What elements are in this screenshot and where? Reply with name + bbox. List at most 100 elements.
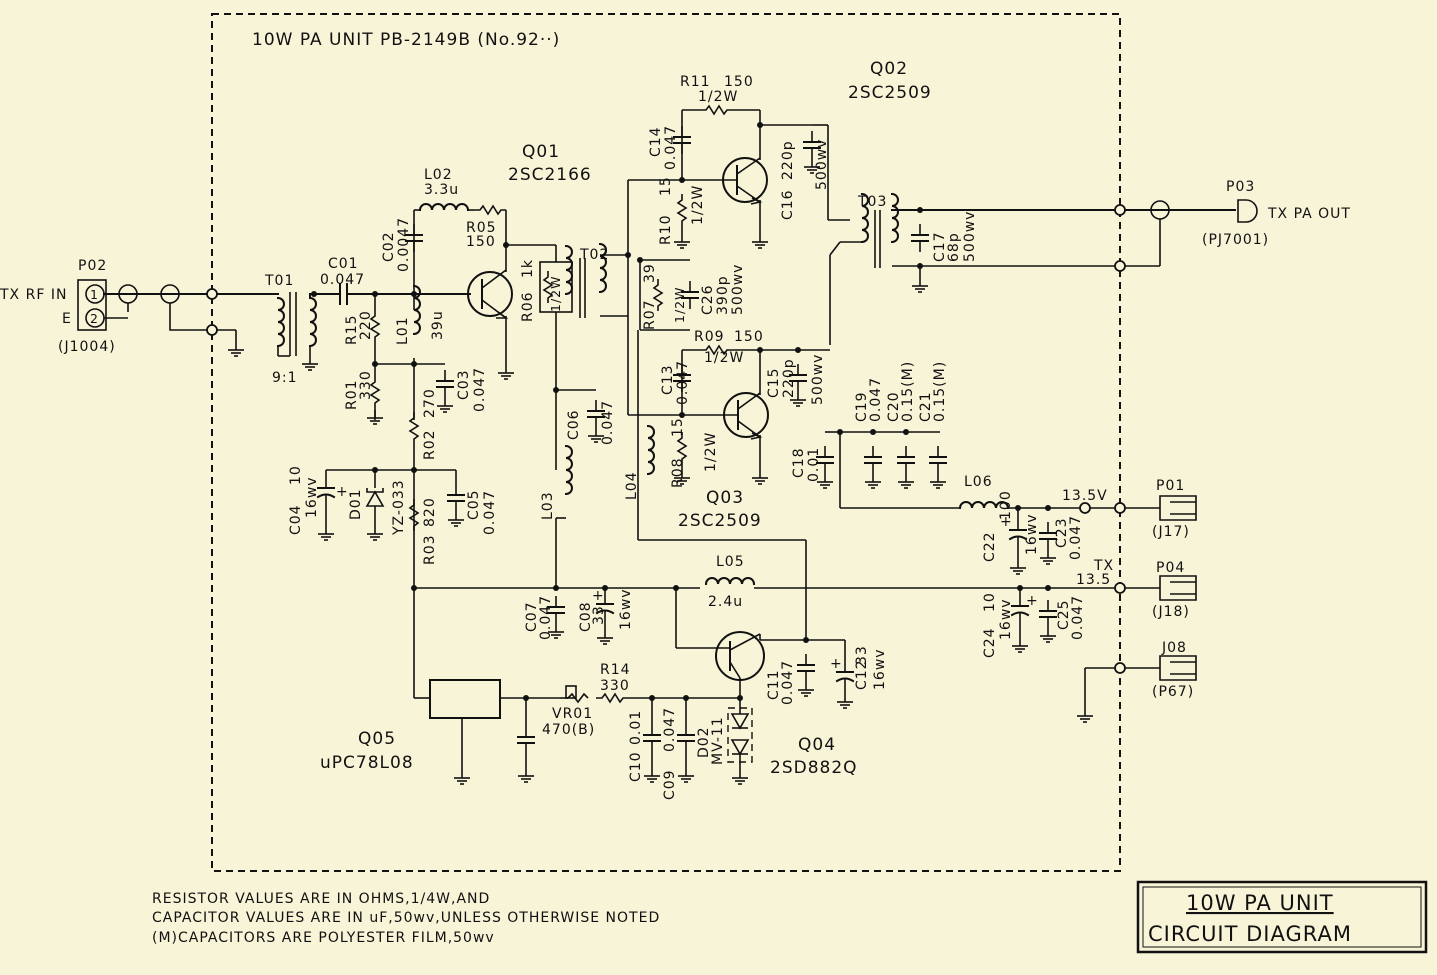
p02-label-rf: TX RF IN	[0, 287, 67, 303]
r05-ref: R05	[466, 220, 497, 236]
c14-ref: C14	[648, 126, 664, 157]
c21-value: 0.15(M)	[932, 361, 948, 422]
svg-text:+: +	[336, 484, 349, 500]
c13-ref: C13	[660, 364, 676, 395]
p03-ref: P03	[1226, 179, 1255, 195]
c24-value: 10	[982, 592, 998, 612]
d02-ref: D02	[696, 726, 712, 758]
r08-rating: 1/2W	[703, 432, 719, 472]
r14-value: 330	[600, 678, 630, 694]
c08-rating: 16wv	[618, 588, 634, 630]
c17-ref: C17	[932, 231, 948, 262]
c02-ref: C02	[381, 231, 397, 262]
connector-p03: P03 TX PA OUT (PJ7001)	[1202, 179, 1351, 248]
c24-rating: 16wv	[998, 598, 1014, 640]
c18-value: 0.01	[806, 447, 822, 482]
transistor-q04: Q04 2SD882Q	[715, 631, 857, 778]
title-line-1: 10W PA UNIT	[1186, 891, 1334, 915]
svg-text:+: +	[592, 588, 605, 604]
title-block: 10W PA UNIT CIRCUIT DIAGRAM	[1136, 880, 1428, 954]
c02-value: 0.0047	[396, 217, 412, 272]
r15-value: 220	[358, 310, 374, 340]
r07-ref: R07	[642, 299, 658, 330]
r11-ref: R11	[680, 74, 711, 90]
p02-ref: P02	[78, 258, 107, 274]
c15-ref: C15	[766, 367, 782, 398]
p04-net-b: 13.5	[1076, 572, 1111, 588]
c26-value: 390p	[715, 275, 731, 315]
unit-boundary	[211, 13, 1121, 872]
q05-part: uPC78L08	[320, 753, 414, 773]
c23-ref: C23	[1054, 517, 1070, 548]
c04-rating: 16wv	[304, 476, 320, 518]
l01-value: 39u	[430, 310, 446, 340]
connector-p01: P01 (J17)	[1152, 478, 1197, 540]
d02-part: MV-11	[710, 716, 726, 765]
c18-ref: C18	[791, 447, 807, 478]
j08-type: (P67)	[1152, 684, 1194, 700]
r10-value: 15	[658, 176, 674, 196]
r06-value: 1k	[520, 259, 536, 278]
connector-p04: P04 (J18)	[1152, 560, 1197, 620]
c05-ref: C05	[466, 489, 482, 520]
c12-value: 33	[854, 645, 870, 665]
svg-text:+: +	[1000, 514, 1013, 530]
c10-ref: C10	[628, 751, 644, 782]
c15-rating: 500wv	[810, 354, 826, 405]
c11-value: 0.047	[780, 660, 796, 705]
c25-value: 0.047	[1070, 595, 1086, 640]
p04-ref: P04	[1156, 560, 1185, 576]
r02-ref: R02	[422, 429, 438, 460]
c24-ref: C24	[982, 627, 998, 658]
q04-ref: Q04	[798, 735, 836, 755]
r08-ref: R08	[670, 457, 686, 488]
p03-label: TX PA OUT	[1267, 206, 1351, 222]
r09-rating: 1/2W	[704, 350, 744, 366]
c10-value: 0.01	[628, 710, 644, 745]
transistor-q01: Q01 2SC2166	[467, 142, 591, 380]
r11-rating: 1/2W	[698, 89, 738, 105]
c01-ref: C01	[328, 256, 359, 272]
r10-rating: 1/2W	[690, 185, 706, 225]
c15-value: 220p	[781, 358, 797, 398]
c22-ref: C22	[982, 531, 998, 562]
r03-ref: R03	[422, 534, 438, 565]
r06-ref: R06	[520, 291, 536, 322]
c16-ref: C16	[780, 189, 796, 220]
c13-value: 0.047	[675, 360, 691, 405]
l05-value: 2.4u	[708, 594, 743, 610]
p02-label-e: E	[62, 311, 72, 327]
c21-ref: C21	[918, 391, 934, 422]
c17-rating: 500wv	[962, 211, 978, 262]
r05-value: 150	[466, 234, 496, 250]
r07-rating: 1/2W	[672, 287, 687, 323]
r07-value: 39	[642, 263, 658, 283]
j08-ref: J08	[1161, 640, 1187, 656]
l03-ref: L03	[540, 491, 556, 520]
c11-ref: C11	[766, 669, 782, 700]
transistor-q03: Q03 2SC2509	[678, 350, 769, 531]
c17-value: 68p	[946, 232, 962, 262]
c25-ref: C25	[1056, 599, 1072, 630]
c03-ref: C03	[456, 369, 472, 400]
note-line-3: (M)CAPACITORS ARE POLYESTER FILM,50wv	[152, 930, 495, 946]
svg-text:+: +	[1026, 593, 1039, 609]
svg-text:+: +	[830, 656, 843, 672]
l06-ref: L06	[964, 474, 993, 490]
r02-value: 270	[422, 388, 438, 418]
svg-text:2: 2	[90, 311, 99, 326]
note-line-1: RESISTOR VALUES ARE IN OHMS,1/4W,AND	[152, 891, 490, 907]
connector-p02: 1 2 P02 TX RF IN E (J1004)	[0, 258, 116, 355]
c05-value: 0.047	[482, 490, 498, 535]
r11-value: 150	[724, 74, 754, 90]
c09-value: 0.047	[662, 707, 678, 752]
r06-rating: 1/2W	[548, 276, 563, 312]
r09-value: 150	[734, 329, 764, 345]
title-line-2: CIRCUIT DIAGRAM	[1148, 922, 1352, 946]
q01-ref: Q01	[522, 142, 560, 162]
c12-rating: 16wv	[872, 648, 888, 690]
connector-j08: J08 (P67)	[1152, 640, 1197, 700]
p02-type: (J1004)	[58, 339, 116, 355]
c04-ref: C04	[288, 504, 304, 535]
